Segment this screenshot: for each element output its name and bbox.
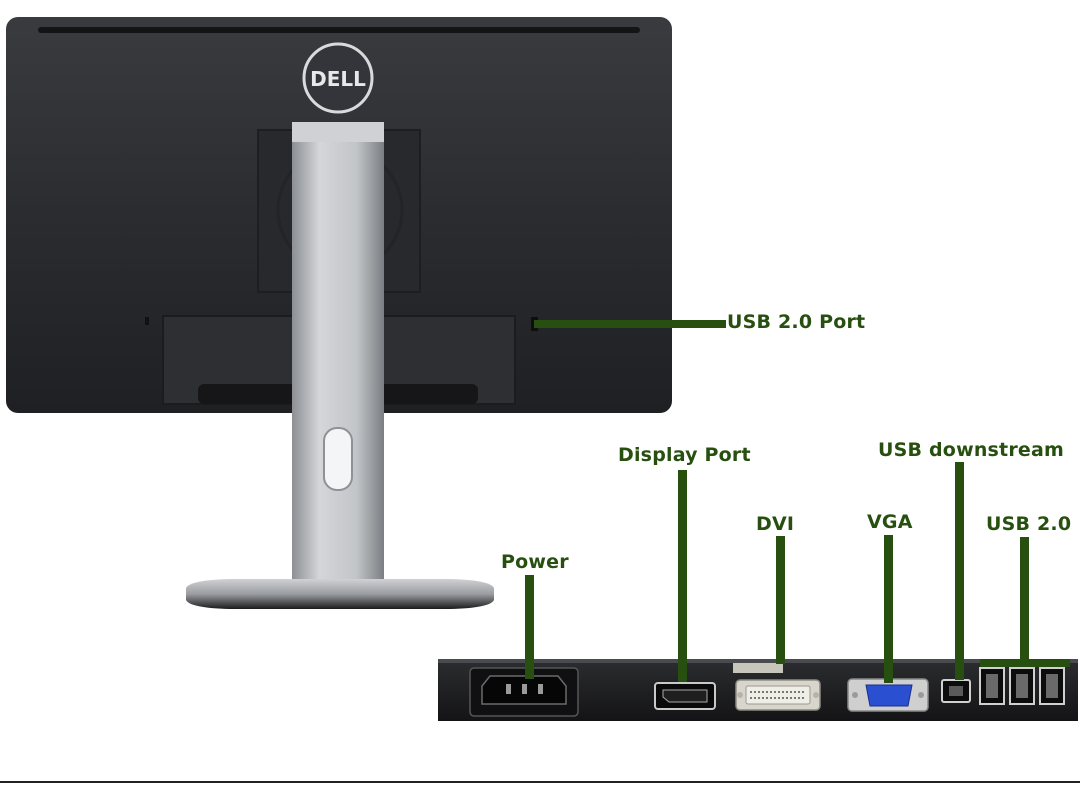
leader-vga <box>884 535 893 683</box>
svg-text:DELL: DELL <box>310 67 366 91</box>
leader-display-port <box>678 470 687 682</box>
callout-vga: VGA <box>867 511 913 533</box>
leader-dvi <box>776 536 785 664</box>
leader-usb-downstream <box>955 462 964 680</box>
callout-power: Power <box>501 551 569 573</box>
callout-dvi: DVI <box>756 513 795 535</box>
monitor-stand <box>186 122 494 609</box>
leader-usb-2-bracket <box>980 659 1070 667</box>
bottom-divider <box>0 781 1080 783</box>
callout-display-port: Display Port <box>618 444 751 466</box>
callout-usb-downstream: USB downstream <box>878 439 1065 461</box>
leader-usb-port-side <box>534 320 726 328</box>
callout-usb-port-side: USB 2.0 Port <box>727 311 866 333</box>
callout-leaders <box>525 320 1070 683</box>
dell-logo: DELL <box>302 42 374 114</box>
leader-usb-2 <box>1020 537 1029 665</box>
callout-usb-2: USB 2.0 <box>986 513 1072 535</box>
port-panel <box>438 659 1078 721</box>
leader-power <box>525 575 534 679</box>
